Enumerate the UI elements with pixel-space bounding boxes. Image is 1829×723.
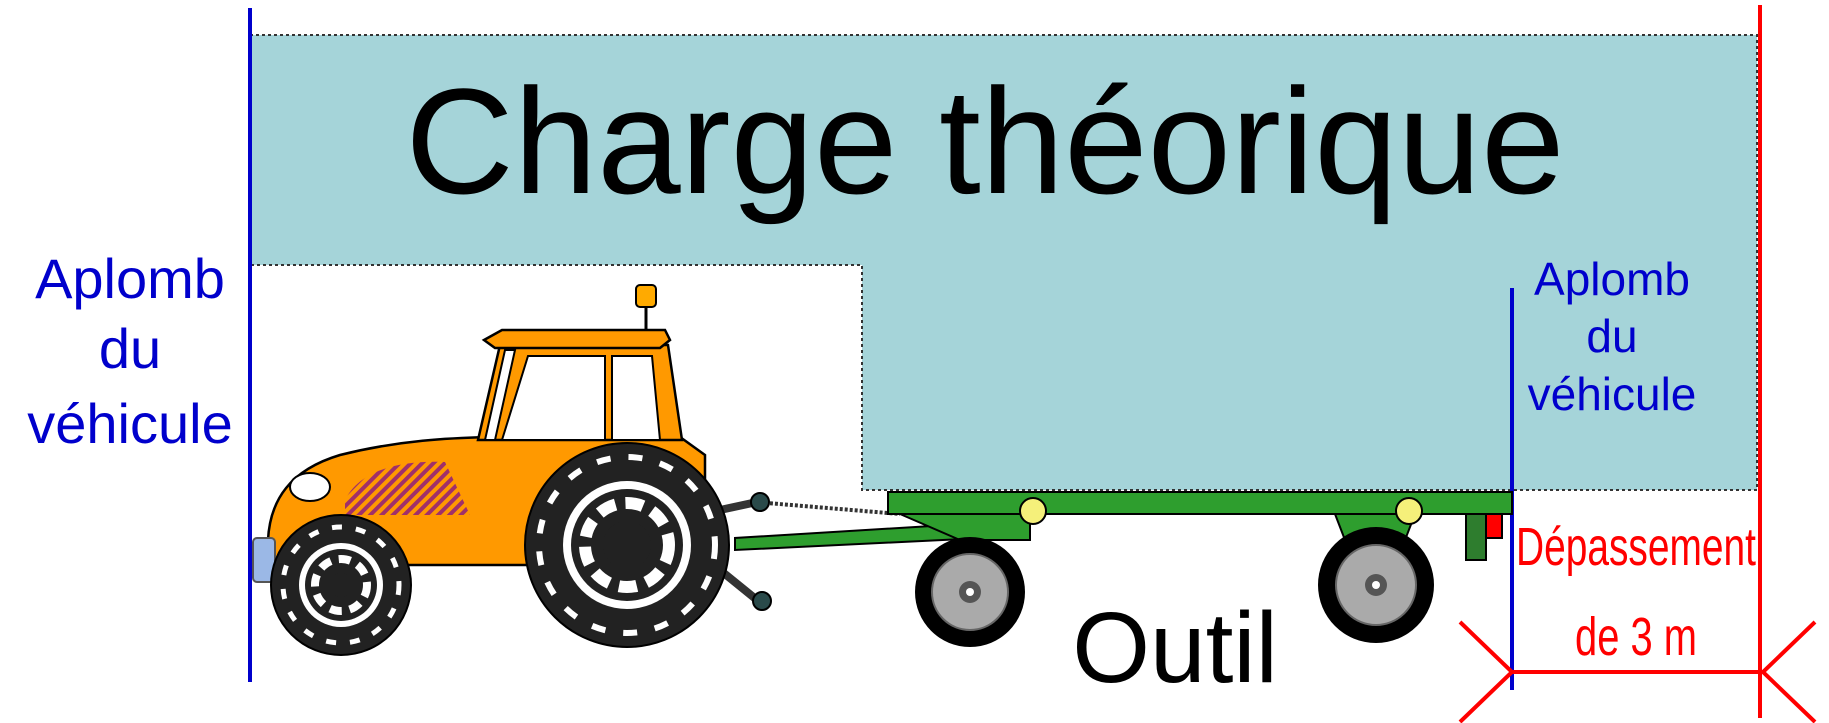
left-plumb-label-line1: Aplomb bbox=[35, 247, 225, 310]
load-title: Charge théorique bbox=[405, 57, 1564, 225]
theoretical-load-zone bbox=[249, 34, 1758, 491]
tractor-rear-wheel bbox=[524, 442, 730, 648]
beacon-light bbox=[635, 284, 657, 308]
reflector-rear bbox=[1395, 497, 1423, 525]
tractor-grille bbox=[345, 461, 470, 515]
safety-chain bbox=[754, 500, 901, 516]
cab-window-rear bbox=[611, 355, 662, 441]
tractor-front-wheel bbox=[270, 514, 412, 656]
trailer-front-wheel bbox=[915, 537, 1025, 647]
tractor-roof bbox=[481, 328, 672, 350]
tractor bbox=[252, 284, 772, 656]
cab-window-front bbox=[483, 349, 517, 441]
cab-window-side bbox=[500, 355, 606, 441]
right-plumb-label-line1: Aplomb bbox=[1534, 253, 1690, 305]
left-plumb-label-line3: véhicule bbox=[27, 392, 232, 455]
trailer-rear-wheel bbox=[1318, 527, 1434, 643]
reflector-front bbox=[1019, 497, 1047, 525]
trailer bbox=[734, 491, 1513, 647]
overhang-label-line1: Dépassement bbox=[1516, 517, 1756, 577]
right-plumb-label-line2: du bbox=[1586, 310, 1637, 362]
right-plumb-label-line3: véhicule bbox=[1528, 368, 1697, 420]
tail-light-red bbox=[1485, 513, 1503, 539]
tractor-headlight bbox=[289, 472, 331, 502]
overhang-label-line2: de 3 m bbox=[1575, 607, 1697, 667]
tail-light-green bbox=[1465, 513, 1487, 561]
left-plumb-label-line2: du bbox=[99, 317, 161, 380]
tool-label: Outil bbox=[1072, 592, 1278, 704]
overhang-dimension bbox=[1458, 620, 1817, 723]
